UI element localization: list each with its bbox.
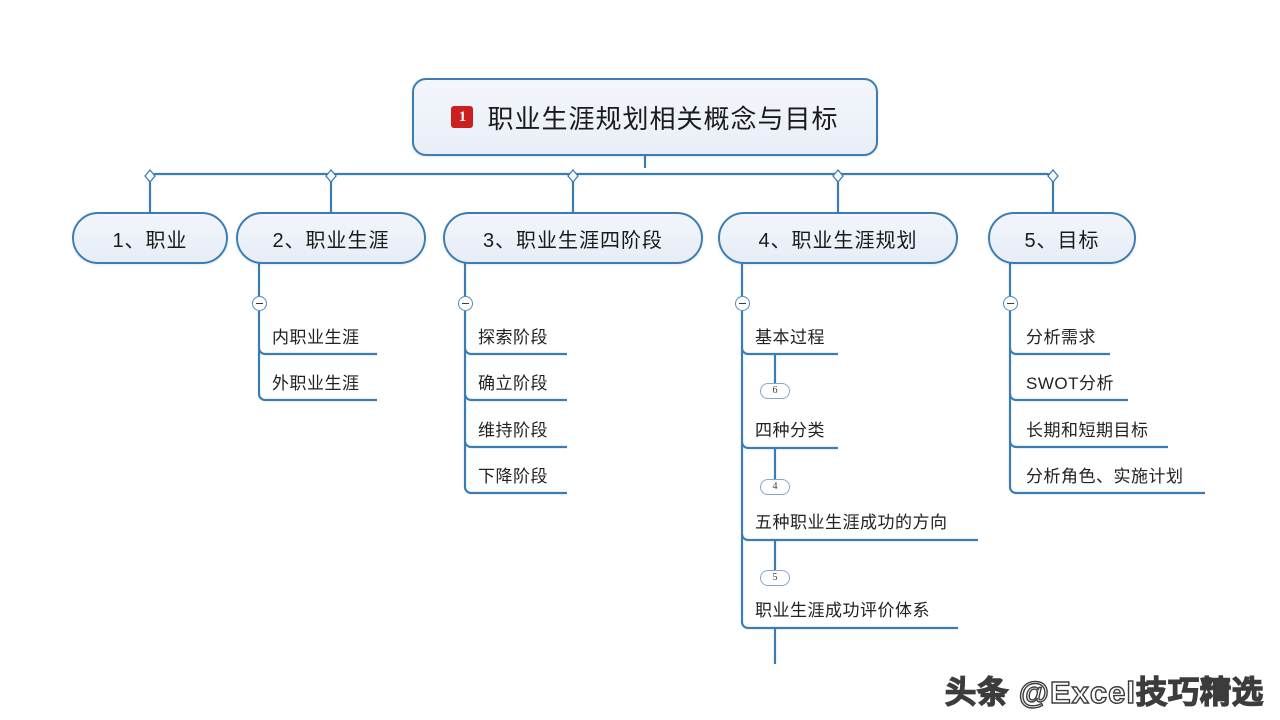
count-badge[interactable]: 5 (760, 570, 790, 586)
branch-label-3: 3、职业生涯四阶段 (482, 229, 664, 252)
leaf-item[interactable]: SWOT分析 (1026, 374, 1114, 393)
root-node-content: 1 职业生涯规划相关概念与目标 (451, 99, 838, 136)
collapse-button-branch-4[interactable] (735, 296, 750, 311)
leaf-item[interactable]: 四种分类 (755, 421, 825, 440)
branch-label-5: 5、目标 (1024, 229, 1100, 252)
leaf-item[interactable]: 确立阶段 (478, 374, 548, 393)
leaf-item[interactable]: 外职业生涯 (272, 374, 360, 393)
branch-node-4[interactable]: 4、职业生涯规划 (718, 212, 958, 264)
leaf-item[interactable]: 下降阶段 (478, 467, 548, 486)
branch-label-4: 4、职业生涯规划 (758, 229, 918, 252)
collapse-button-branch-3[interactable] (458, 296, 473, 311)
watermark-text: 头条 @Excel技巧精选 (944, 674, 1264, 710)
branch-node-2[interactable]: 2、职业生涯 (236, 212, 426, 264)
branch-label-2: 2、职业生涯 (272, 229, 390, 252)
leaf-item[interactable]: 五种职业生涯成功的方向 (755, 513, 948, 532)
leaf-item[interactable]: 基本过程 (755, 328, 825, 347)
root-node[interactable]: 1 职业生涯规划相关概念与目标 (412, 78, 878, 156)
collapse-button-branch-5[interactable] (1003, 296, 1018, 311)
leaf-item[interactable]: 职业生涯成功评价体系 (755, 601, 930, 620)
root-title: 职业生涯规划相关概念与目标 (487, 103, 839, 134)
leaf-item[interactable]: 维持阶段 (478, 421, 548, 440)
leaf-item[interactable]: 内职业生涯 (272, 328, 360, 347)
leaf-item[interactable]: 分析角色、实施计划 (1026, 467, 1184, 486)
count-badge[interactable]: 4 (760, 479, 790, 495)
root-number-badge-icon: 1 (451, 106, 474, 128)
branch-label-1: 1、职业 (112, 229, 188, 252)
branch-node-1[interactable]: 1、职业 (72, 212, 228, 264)
branch-node-3[interactable]: 3、职业生涯四阶段 (443, 212, 703, 264)
collapse-button-branch-2[interactable] (252, 296, 267, 311)
branch-node-5[interactable]: 5、目标 (988, 212, 1136, 264)
leaf-item[interactable]: 探索阶段 (478, 328, 548, 347)
count-badge[interactable]: 6 (760, 383, 790, 399)
leaf-item[interactable]: 长期和短期目标 (1026, 421, 1149, 440)
leaf-item[interactable]: 分析需求 (1026, 328, 1096, 347)
